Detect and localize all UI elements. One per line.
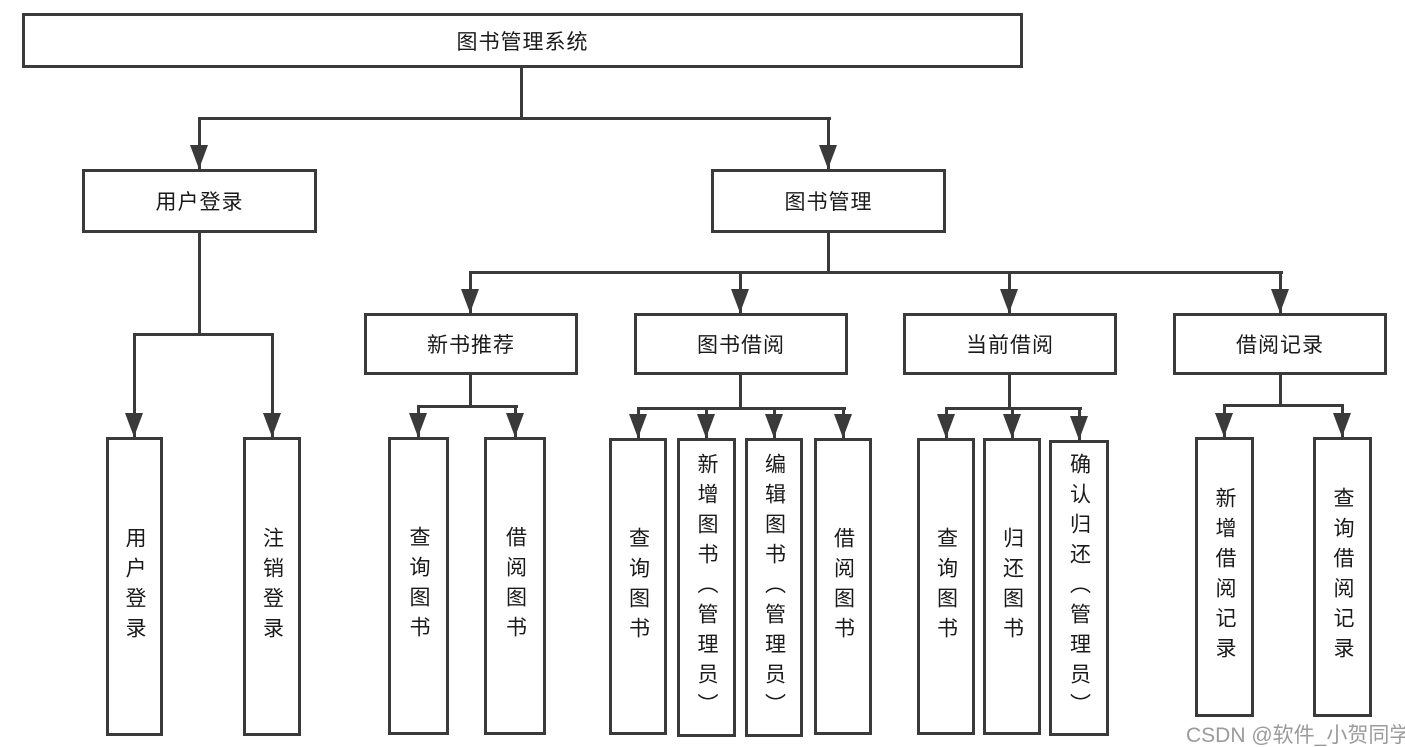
node-label: 新增图书（管理员） — [695, 452, 718, 723]
connector-line — [469, 375, 472, 408]
node-current-borrow: 当前借阅 — [903, 313, 1117, 375]
node-new-book-recommend: 新书推荐 — [364, 313, 578, 375]
node-label: 查询借阅记录 — [1331, 487, 1354, 667]
node-user-login: 用户登录 — [82, 169, 317, 233]
node-label: 归还图书 — [1000, 526, 1024, 647]
node-label: 图书管理系统 — [456, 30, 589, 54]
arrow-down-icon — [461, 289, 479, 313]
arrow-down-icon — [125, 413, 143, 437]
connector-line — [271, 333, 274, 437]
node-label: 借阅图书 — [831, 526, 855, 647]
arrow-down-icon — [1003, 414, 1021, 438]
arrow-down-icon — [1000, 289, 1018, 313]
arrow-down-icon — [765, 414, 783, 438]
arrow-down-icon — [937, 414, 955, 438]
node-label: 注销登录 — [260, 526, 284, 647]
node-label: 借阅图书 — [503, 526, 527, 646]
connector-line — [198, 233, 201, 335]
leaf-user-login: 用户登录 — [106, 437, 163, 736]
node-label: 查询图书 — [407, 526, 430, 646]
arrow-down-icon — [190, 145, 208, 169]
node-label: 用户登录 — [123, 526, 146, 647]
connector-line — [1279, 375, 1282, 407]
arrow-down-icon — [834, 414, 852, 438]
arrow-down-icon — [1333, 413, 1351, 437]
leaf-query-book-2: 查询图书 — [609, 438, 667, 735]
node-label: 编辑图书（管理员） — [762, 452, 786, 723]
node-label: 用户登录 — [155, 191, 244, 214]
connector-line — [198, 117, 831, 120]
leaf-confirm-return-admin: 确认归还（管理员） — [1049, 440, 1109, 736]
node-label: 图书借阅 — [697, 334, 785, 357]
arrow-down-icon — [506, 413, 524, 437]
arrow-down-icon — [1215, 413, 1233, 437]
node-label: 新增借阅记录 — [1213, 487, 1236, 667]
arrow-down-icon — [731, 289, 749, 313]
arrow-down-icon — [263, 413, 281, 437]
connector-line — [133, 333, 274, 336]
connector-line — [417, 405, 518, 408]
leaf-query-book-3: 查询图书 — [917, 438, 975, 735]
connector-line — [133, 333, 136, 437]
connector-line — [1223, 404, 1344, 407]
leaf-borrow-book-1: 借阅图书 — [484, 437, 546, 735]
arrow-down-icon — [1070, 416, 1088, 440]
node-root: 图书管理系统 — [22, 13, 1023, 68]
arrow-down-icon — [697, 414, 715, 438]
node-book-borrow: 图书借阅 — [634, 313, 848, 375]
connector-line — [827, 117, 830, 169]
node-borrow-records: 借阅记录 — [1173, 313, 1387, 375]
node-label: 确认归还（管理员） — [1067, 453, 1091, 723]
node-label: 图书管理 — [784, 191, 873, 214]
connector-line — [637, 407, 846, 410]
node-label: 查询图书 — [934, 526, 958, 647]
connector-line — [1008, 375, 1011, 410]
leaf-borrow-book-2: 借阅图书 — [814, 438, 872, 735]
leaf-add-book-admin: 新增图书（管理员） — [677, 438, 736, 737]
leaf-query-book-1: 查询图书 — [388, 437, 449, 735]
arrow-down-icon — [409, 413, 427, 437]
node-label: 当前借阅 — [966, 334, 1054, 357]
node-label: 借阅记录 — [1236, 334, 1324, 357]
connector-line — [198, 117, 201, 169]
leaf-edit-book-admin: 编辑图书（管理员） — [745, 438, 803, 737]
connector-line — [520, 68, 523, 119]
arrow-down-icon — [1271, 289, 1289, 313]
arrow-down-icon — [629, 414, 647, 438]
node-label: 新书推荐 — [427, 334, 515, 357]
leaf-return-book: 归还图书 — [983, 438, 1041, 735]
connector-line — [827, 233, 830, 273]
leaf-add-borrow-record: 新增借阅记录 — [1195, 437, 1254, 717]
arrow-down-icon — [819, 145, 837, 169]
leaf-query-borrow-record: 查询借阅记录 — [1313, 437, 1372, 717]
leaf-logout: 注销登录 — [243, 437, 301, 736]
node-label: 查询图书 — [626, 526, 650, 647]
connector-line — [739, 375, 742, 410]
connector-line — [469, 271, 1283, 274]
node-book-management: 图书管理 — [711, 169, 946, 233]
watermark: CSDN @软件_小贺同学 — [1186, 724, 1405, 747]
